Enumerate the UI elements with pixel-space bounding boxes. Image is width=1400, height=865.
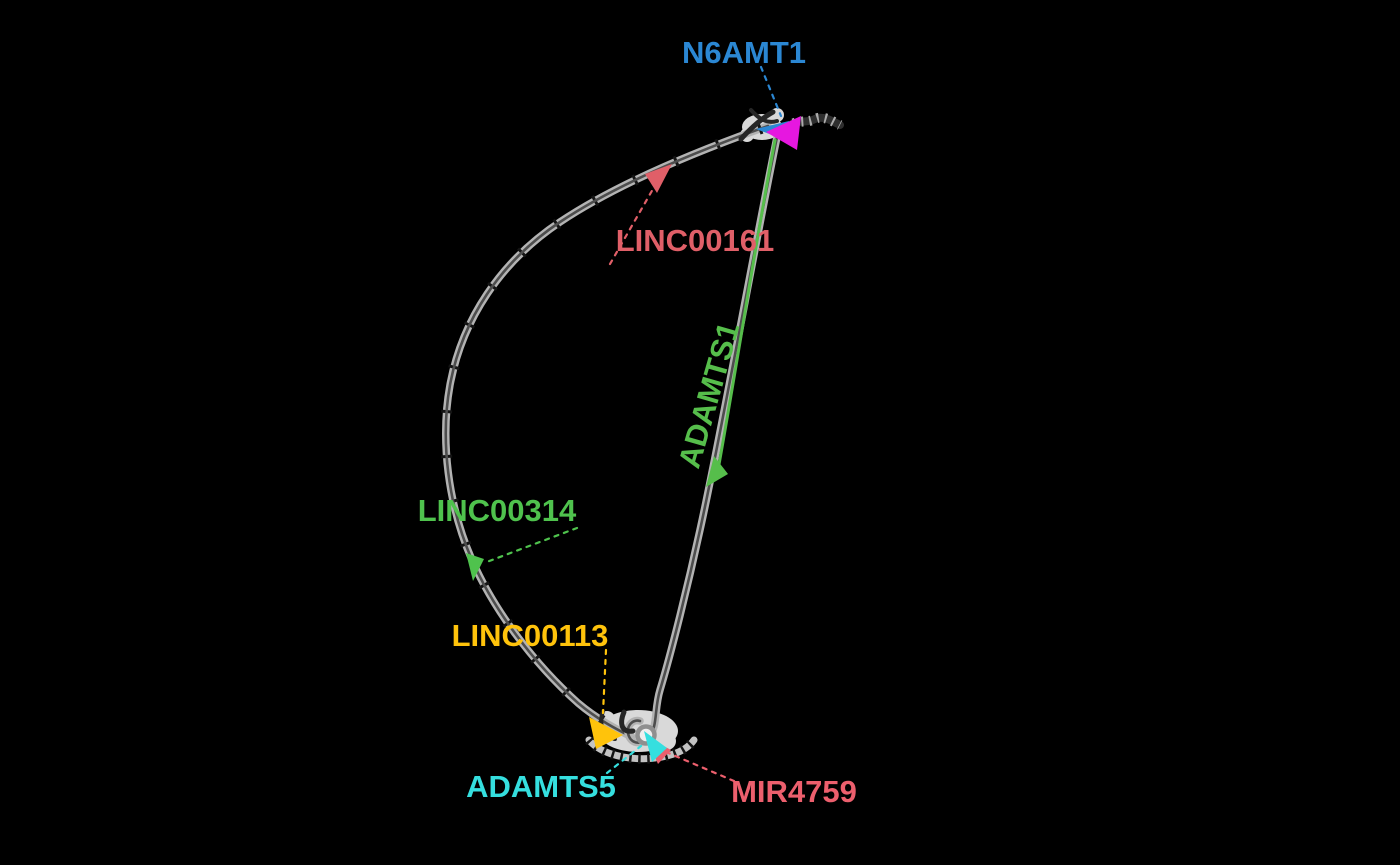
linc00113-marker-arrow	[589, 717, 623, 749]
mir4759-leader-line	[664, 750, 736, 783]
arc-center-stripe	[444, 124, 770, 739]
linc00113-leader-line	[601, 648, 608, 715]
adamts5-leader-line	[605, 744, 643, 775]
bottom-squiggle-2	[619, 709, 636, 734]
gene-label-linc00314: LINC00314	[418, 493, 577, 528]
gene-label-mir4759: MIR4759	[731, 774, 857, 809]
chord-center-stripe	[626, 135, 779, 744]
top-squiggle-2	[749, 108, 779, 124]
chromosome-chord	[624, 133, 781, 747]
magenta-marker-arrow	[766, 116, 801, 150]
gene-label-adamts1: ADAMTS1	[671, 318, 746, 472]
adamts5-marker-arrow	[644, 731, 667, 762]
adamts1-direction-arrow	[706, 456, 728, 487]
linc00161-marker-arrow	[645, 164, 672, 193]
gene-label-linc00113: LINC00113	[452, 618, 609, 653]
gene-label-linc00161: LINC00161	[616, 223, 775, 258]
gene-label-n6amt1: N6AMT1	[682, 35, 806, 70]
n6amt1-leader-line	[759, 65, 783, 118]
top-right-glyph-ticks	[783, 112, 843, 132]
linc00314-marker-arrow	[466, 553, 484, 581]
gene-label-adamts5: ADAMTS5	[466, 769, 616, 804]
top-cluster-squiggles	[738, 108, 779, 142]
top-squiggle-1	[738, 109, 776, 142]
linc00314-leader-line	[482, 526, 579, 565]
chromosome-arc	[440, 120, 772, 742]
adamts1-gene-line	[716, 138, 777, 472]
